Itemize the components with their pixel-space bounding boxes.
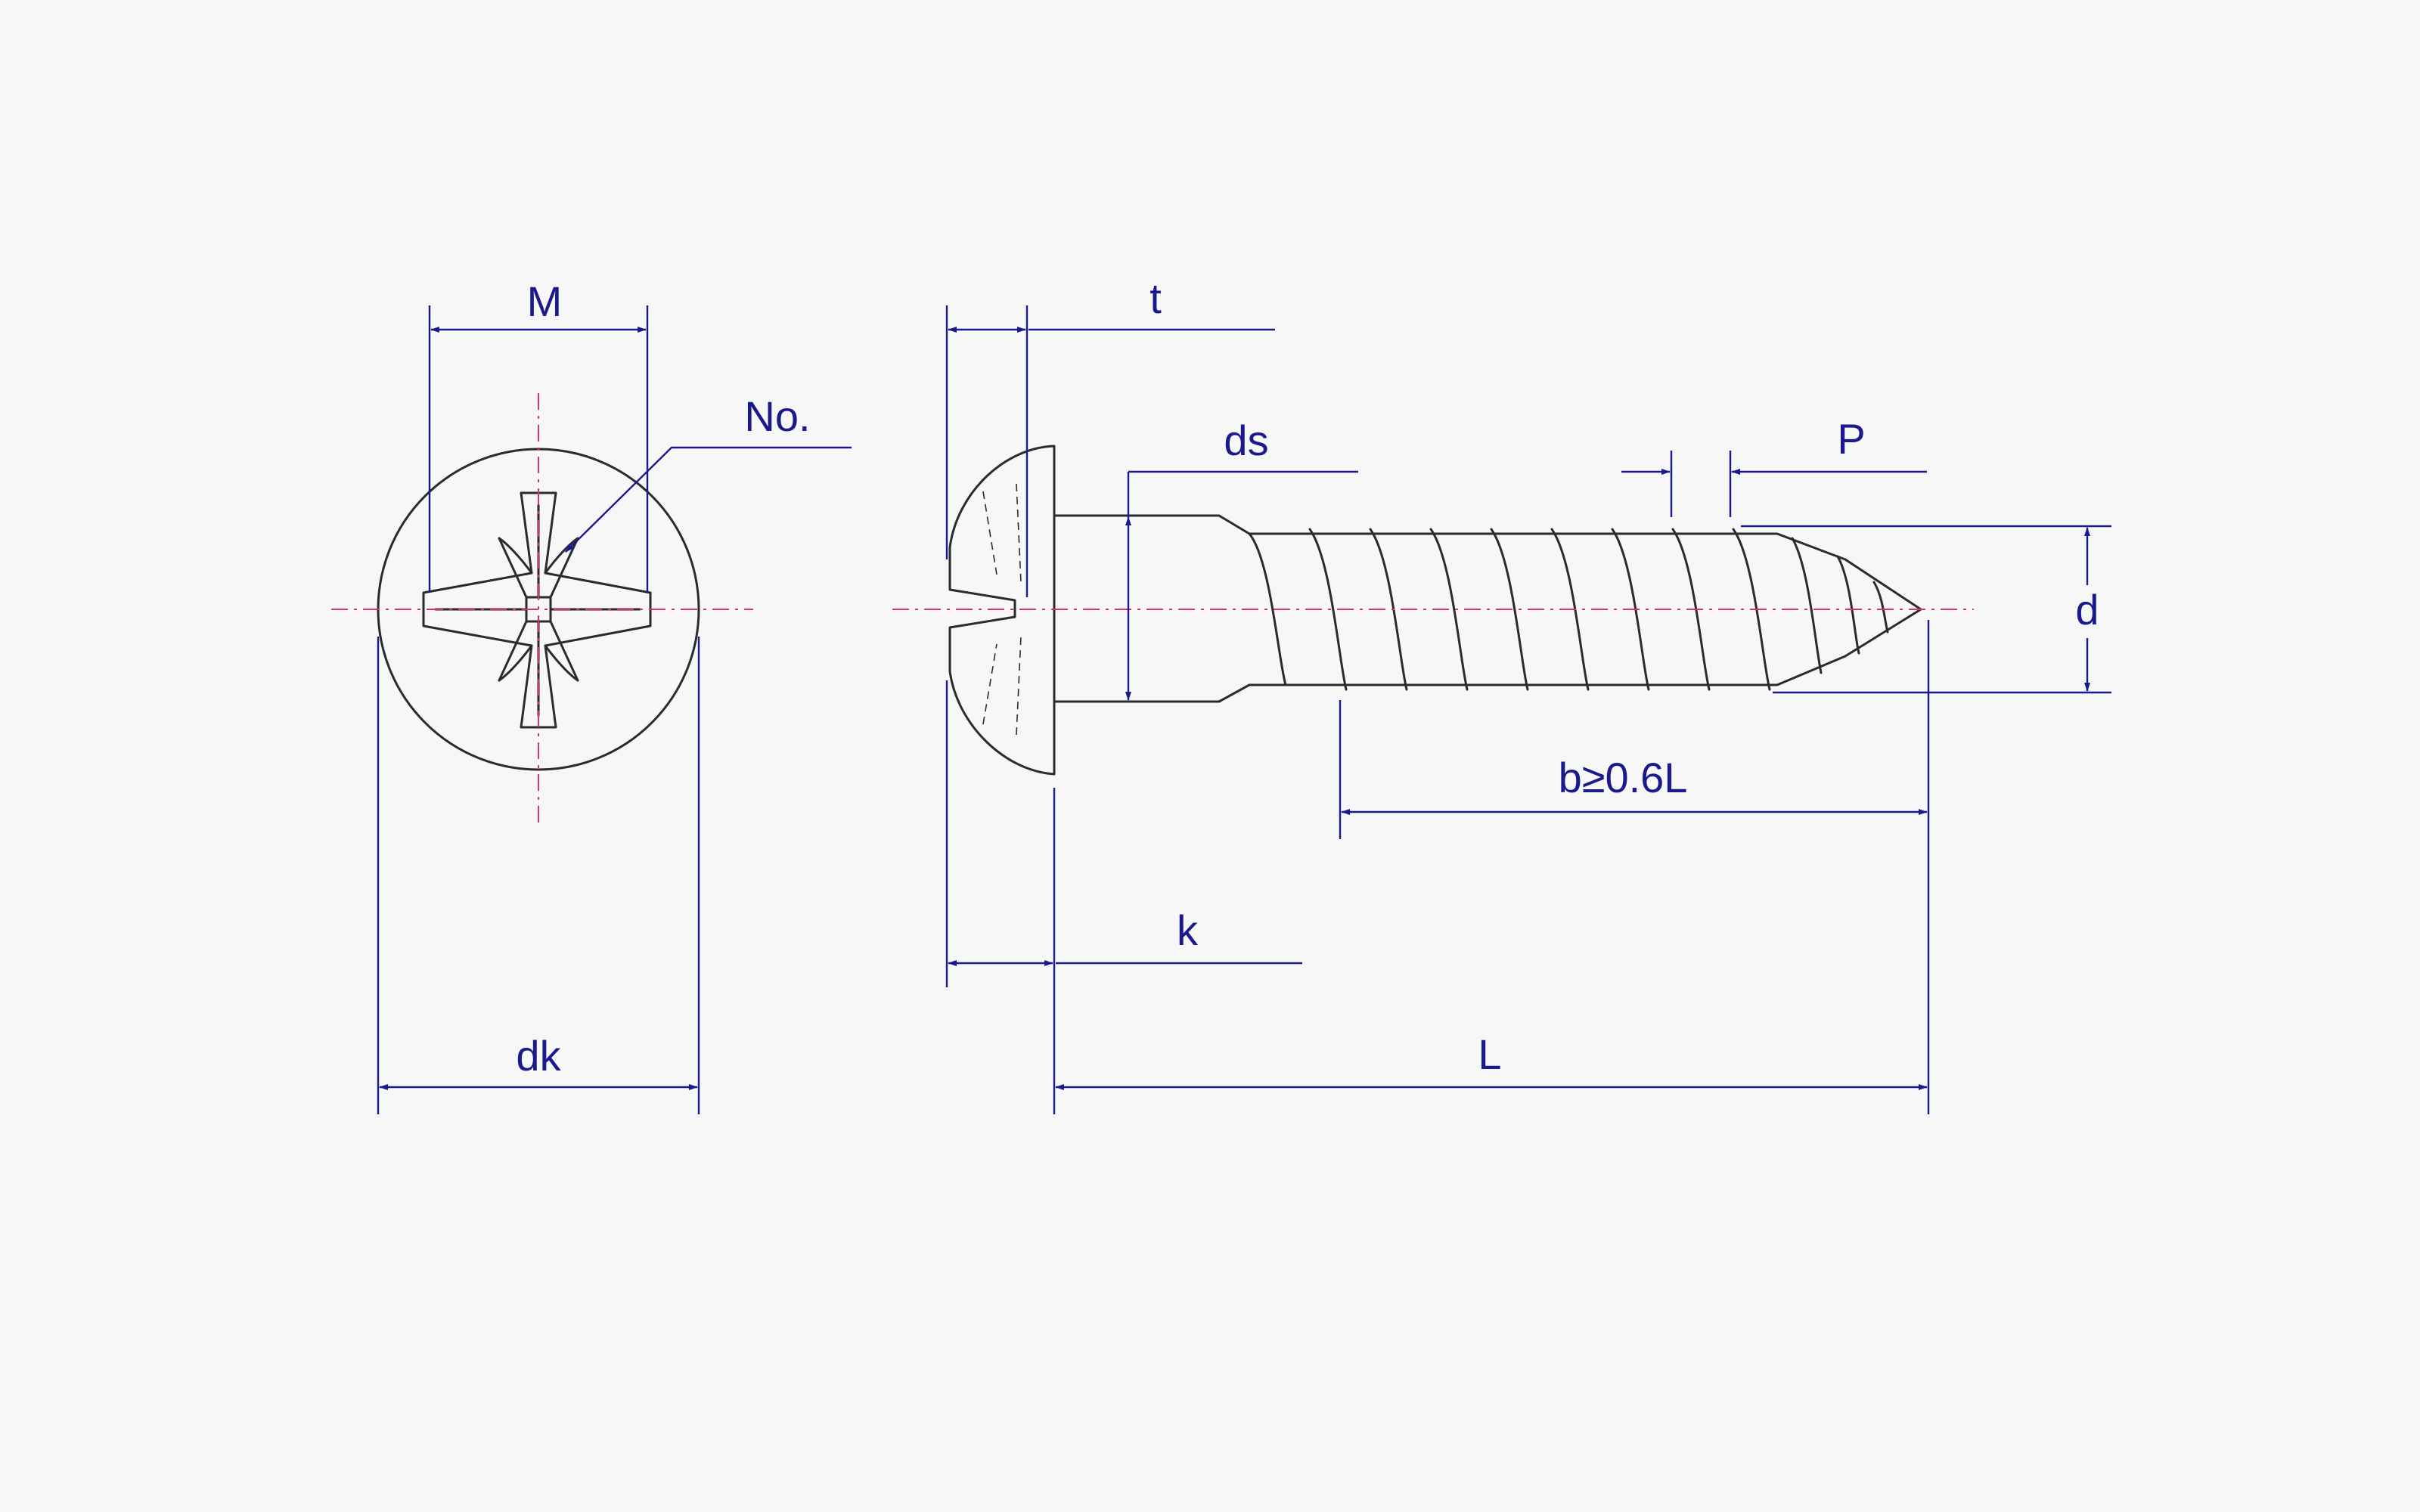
dimension-t: t bbox=[945, 274, 1275, 597]
label-ds: ds bbox=[1224, 417, 1268, 464]
leader-No: No. bbox=[565, 392, 852, 553]
label-P: P bbox=[1837, 415, 1865, 463]
dimension-ds: ds bbox=[1125, 417, 1358, 701]
label-t: t bbox=[1150, 274, 1162, 322]
label-No: No. bbox=[744, 392, 810, 440]
dimension-d: d bbox=[1741, 525, 2111, 694]
dimension-dk: dk bbox=[377, 637, 700, 1114]
head-profile bbox=[948, 445, 1056, 776]
label-dk: dk bbox=[516, 1032, 561, 1080]
dimension-L: L bbox=[1055, 1030, 1928, 1090]
label-k: k bbox=[1177, 906, 1199, 954]
shank bbox=[1053, 514, 1251, 703]
head-hidden-lines bbox=[982, 483, 1022, 736]
dimension-P: P bbox=[1621, 415, 1927, 517]
dimension-k: k bbox=[945, 680, 1302, 1114]
label-M: M bbox=[527, 277, 563, 325]
label-L: L bbox=[1478, 1030, 1501, 1078]
label-d: d bbox=[2075, 586, 2099, 634]
phillips-recess bbox=[422, 491, 652, 729]
screw-head-top-view bbox=[331, 393, 753, 829]
screw-side-view bbox=[892, 445, 1974, 776]
label-b: b≥0.6L bbox=[1559, 754, 1688, 801]
dimension-b: b≥0.6L bbox=[1339, 620, 1930, 1114]
dimension-M: M bbox=[428, 277, 649, 593]
